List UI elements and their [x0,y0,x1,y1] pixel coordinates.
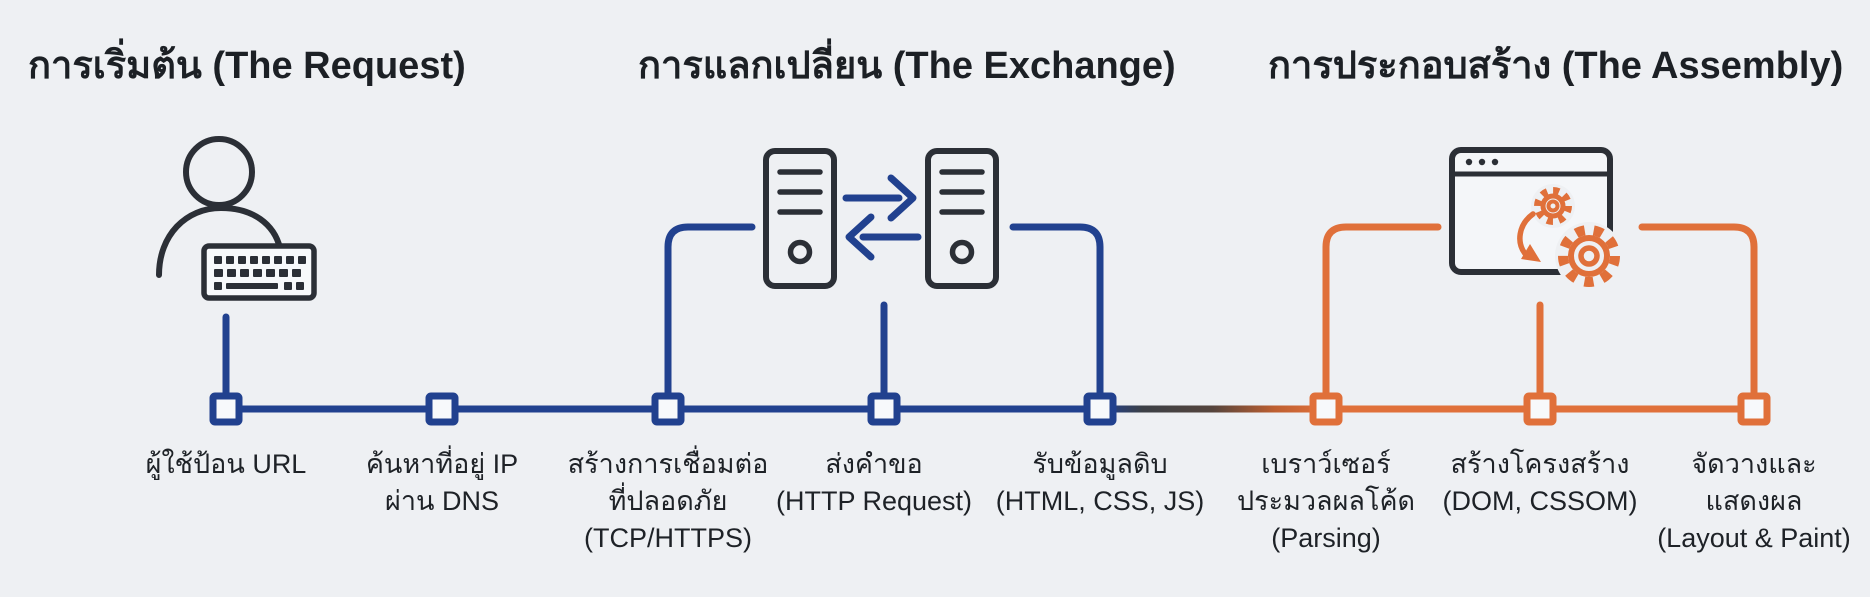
user-head [183,136,255,208]
timeline-node-8 [1737,392,1771,426]
phase-title-request: การเริ่มต้น (The Request) [28,45,466,87]
connector-step5 [1009,223,1104,402]
connectors-orange [1322,223,1758,402]
connector-step6 [1322,223,1442,402]
refresh-arrow-icon [1517,211,1541,262]
phase-title-assembly: การประกอบสร้าง (The Assembly) [1268,45,1844,87]
timeline-node-4 [867,392,901,426]
user-with-keyboard-icon [156,136,317,301]
step-label-dns-lookup: ค้นหาที่อยู่ IP ผ่าน DNS [365,449,519,516]
request-arrow-icon [842,174,917,222]
connector-step3 [664,223,756,402]
browser-window-gears-icon [1449,147,1623,290]
step-label-layout-paint: จัดวางและ แสดงผล (Layout & Paint) [1657,449,1851,553]
browser-dots-icon [1465,158,1499,166]
step-label-http-request: ส่งคำขอ (HTTP Request) [775,449,973,516]
connector-step8 [1638,223,1758,402]
timeline-node-5 [1083,392,1117,426]
timeline-node-1 [209,392,243,426]
timeline-node-2 [425,392,459,426]
response-arrow-icon [845,213,922,261]
two-servers-exchange-arrows-icon [763,148,999,289]
timeline-nodes [209,392,1771,426]
timeline-node-3 [651,392,685,426]
step-label-receive-raw-data: รับข้อมูลดิบ (HTML, CSS, JS) [995,449,1205,516]
step-label-user-enters-url: ผู้ใช้ป้อน URL [145,449,307,479]
gear-small-icon [1534,187,1572,225]
step-label-parsing: เบราว์เซอร์ ประมวลผลโค้ด (Parsing) [1236,449,1416,553]
timeline-node-7 [1523,392,1557,426]
timeline-node-6 [1309,392,1343,426]
phase-title-exchange: การแลกเปลี่ยน (The Exchange) [638,45,1176,87]
connectors-blue [222,223,1104,402]
user-shoulders [156,204,283,278]
keyboard-keys [214,256,306,290]
server-left-icon [763,148,837,289]
gear-large-icon [1558,225,1620,287]
step-label-dom-cssom: สร้างโครงสร้าง (DOM, CSSOM) [1442,449,1638,516]
step-label-secure-connection: สร้างการเชื่อมต่อ ที่ปลอดภัย (TCP/HTTPS) [567,449,769,553]
server-right-icon [925,148,999,289]
